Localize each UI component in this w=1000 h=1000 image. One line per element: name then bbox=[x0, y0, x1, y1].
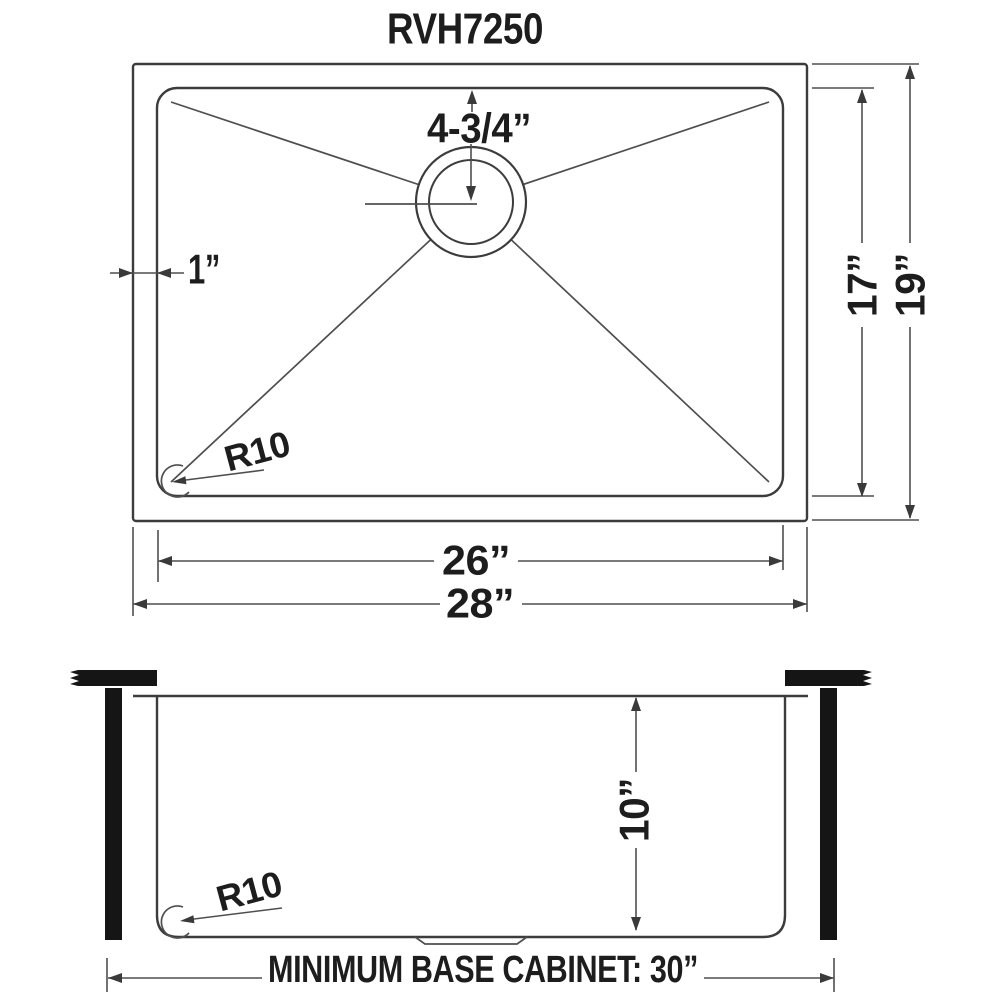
arrowhead-down-icon bbox=[857, 483, 867, 497]
cabinet-wall-left bbox=[105, 688, 122, 940]
dim-base-cabinet: MINIMUM BASE CABINET: 30” bbox=[106, 949, 835, 992]
radius-arc-icon bbox=[160, 464, 190, 498]
arrowhead-right-icon bbox=[820, 973, 834, 983]
arrowhead-up-icon bbox=[905, 65, 915, 79]
arrowhead-down-icon bbox=[466, 186, 476, 201]
dim-rim-width: 1” bbox=[110, 246, 221, 293]
outer-rim-outline bbox=[131, 62, 809, 523]
dim-label-corner-radius-top: R10 bbox=[220, 423, 294, 480]
arrowhead-up-icon bbox=[857, 89, 867, 103]
countertop-right bbox=[785, 670, 872, 686]
arrowhead-left-icon bbox=[133, 599, 147, 609]
dim-drain-offset: 4-3/4” bbox=[427, 90, 532, 201]
dim-label-drain-offset: 4-3/4” bbox=[427, 105, 531, 152]
dim-overall-front-to-back: 19” bbox=[887, 65, 934, 519]
arrowhead-left-icon bbox=[158, 556, 172, 566]
callout-corner-radius-top: R10 bbox=[160, 423, 294, 498]
crease-bottom-right bbox=[470, 201, 770, 483]
arrowhead-right-icon bbox=[769, 556, 783, 566]
arrowhead-leader-icon bbox=[180, 915, 195, 924]
side-view: 10” R10 MINIMUM BASE CABINET: 30” bbox=[70, 670, 872, 992]
arrowhead-down-icon bbox=[631, 917, 641, 931]
callout-corner-radius-side: R10 bbox=[160, 863, 286, 939]
radius-arc-icon bbox=[160, 905, 190, 939]
arrowhead-leader-icon bbox=[172, 476, 187, 485]
dim-label-bowl-depth: 10” bbox=[611, 778, 658, 842]
dim-bowl-front-to-back: 17” bbox=[839, 89, 886, 497]
bowl-outline bbox=[155, 86, 785, 498]
crease-bottom-left bbox=[170, 201, 472, 483]
arrowhead-up-icon bbox=[631, 697, 641, 711]
dim-label-overall-length: 28” bbox=[446, 580, 514, 627]
arrowhead-left-icon bbox=[157, 268, 171, 278]
cabinet-wall-right bbox=[820, 688, 837, 940]
dim-bowl-depth: 10” bbox=[611, 697, 658, 931]
dim-label-corner-radius-side: R10 bbox=[212, 863, 286, 920]
arrowhead-right-icon bbox=[793, 599, 807, 609]
dim-label-bowl-front-to-back: 17” bbox=[839, 253, 886, 317]
drain-bump bbox=[414, 936, 528, 945]
dim-label-rim-width: 1” bbox=[188, 246, 220, 293]
dim-label-base-cabinet: MINIMUM BASE CABINET: 30” bbox=[268, 949, 698, 991]
arrowhead-up-icon bbox=[467, 90, 477, 104]
dim-label-overall-front-to-back: 19” bbox=[887, 253, 934, 317]
top-view: 4-3/4” 1” R10 17” bbox=[110, 62, 934, 627]
bowl-profile bbox=[155, 696, 787, 939]
model-title: RVH7250 bbox=[387, 5, 543, 54]
arrowhead-left-icon bbox=[108, 973, 122, 983]
dim-bowl-length: 26” bbox=[158, 537, 783, 584]
countertop-left bbox=[70, 670, 157, 686]
arrowhead-down-icon bbox=[905, 505, 915, 519]
arrowhead-right-icon bbox=[119, 268, 133, 278]
dim-overall-length: 28” bbox=[133, 580, 807, 627]
dim-label-bowl-length: 26” bbox=[442, 537, 510, 584]
